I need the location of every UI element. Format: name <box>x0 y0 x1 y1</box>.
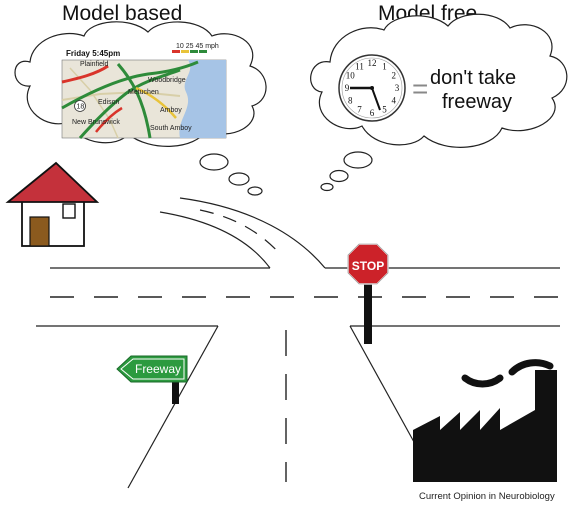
thought-bubble-small <box>199 153 229 171</box>
clock-numeral: 1 <box>382 61 387 71</box>
map-place-label: Metuchen <box>128 89 159 96</box>
stop-sign-label: STOP <box>352 259 384 273</box>
lane-markings <box>199 209 283 257</box>
factory-icon <box>413 359 557 482</box>
clock-numeral: 2 <box>391 71 396 81</box>
traffic-map-image: Friday 5:45pm 10 25 45 mph Plainfield Ed… <box>61 43 227 139</box>
route-number: 18 <box>77 104 85 111</box>
map-time-label: Friday 5:45pm <box>66 49 120 58</box>
map-place-label: South Amboy <box>150 125 192 132</box>
clock-numeral: 3 <box>395 83 400 93</box>
clock-numeral: 8 <box>348 96 353 106</box>
journal-credit: Current Opinion in Neurobiology <box>419 491 555 502</box>
habit-phrase-line2: freeway <box>442 91 512 113</box>
map-place-label: Edison <box>98 99 120 106</box>
route-shield-icon <box>74 100 86 112</box>
clock-minute-hand <box>371 87 381 111</box>
thought-bubble-small <box>320 182 334 192</box>
clock-numeral: 10 <box>346 71 356 81</box>
clock-numeral: 7 <box>357 105 362 115</box>
equals-sign: = <box>412 73 428 104</box>
clock-numeral: 4 <box>391 96 396 106</box>
house-icon <box>5 161 100 247</box>
clock-numeral: 12 <box>368 58 377 68</box>
thought-bubble-small <box>329 169 349 183</box>
map-place-label: Woodbridge <box>148 77 186 84</box>
map-speed-legend: 10 25 45 mph <box>176 43 219 50</box>
thought-bubble-small <box>343 151 373 169</box>
clock-numeral: 9 <box>345 83 350 93</box>
freeway-sign: Freeway <box>116 355 188 404</box>
house-door <box>29 216 50 247</box>
map-place-label: Plainfield <box>80 61 109 68</box>
smoke-puff <box>508 359 554 376</box>
house-window <box>62 203 76 219</box>
map-place-label: Amboy <box>160 107 182 114</box>
thought-bubble-small <box>247 186 263 196</box>
model-based-title: Model based <box>62 2 182 25</box>
map-place-label: New Brunswick <box>72 119 120 126</box>
smoke-puff <box>461 374 504 388</box>
habit-phrase-line1: don't take <box>430 67 516 89</box>
clock-numeral: 6 <box>370 108 375 118</box>
freeway-sign-label: Freeway <box>135 362 181 376</box>
clock-numeral: 5 <box>382 105 387 115</box>
clock-numeral: 11 <box>355 61 364 71</box>
stop-sign: STOP <box>347 243 389 344</box>
thought-bubble-small <box>228 172 250 186</box>
